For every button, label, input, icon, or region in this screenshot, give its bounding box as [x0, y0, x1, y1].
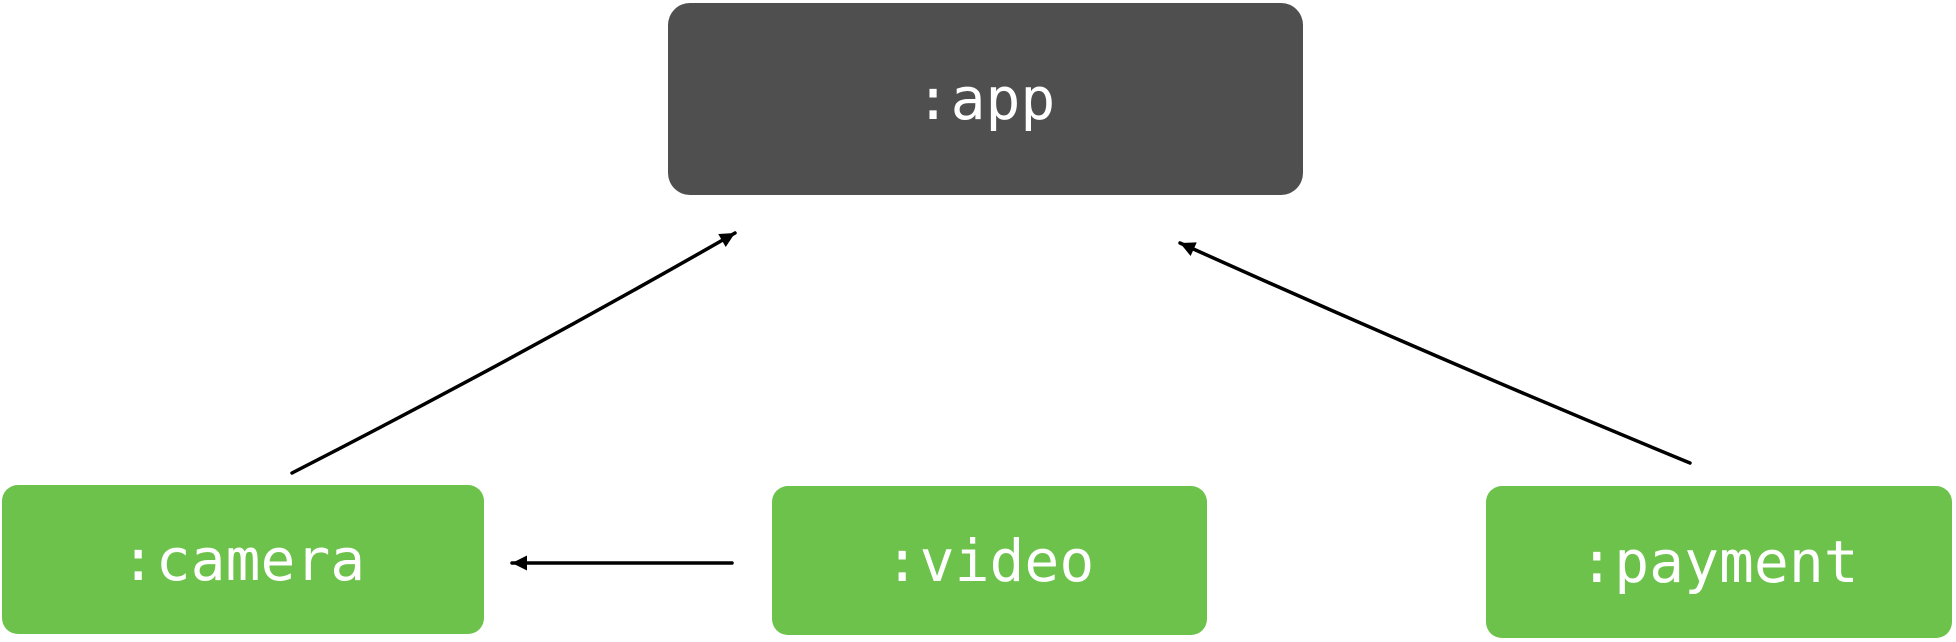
node-app: :app	[668, 3, 1303, 195]
node-video: :video	[772, 486, 1207, 635]
node-payment: :payment	[1486, 486, 1952, 638]
node-camera: :camera	[2, 485, 484, 634]
node-app-label: :app	[915, 65, 1056, 133]
node-video-label: :video	[884, 526, 1095, 595]
node-payment-label: :payment	[1579, 528, 1859, 596]
node-camera-label: :camera	[120, 525, 366, 594]
edge-payment-to-app	[1178, 241, 1692, 465]
edge-camera-to-app	[290, 231, 737, 475]
